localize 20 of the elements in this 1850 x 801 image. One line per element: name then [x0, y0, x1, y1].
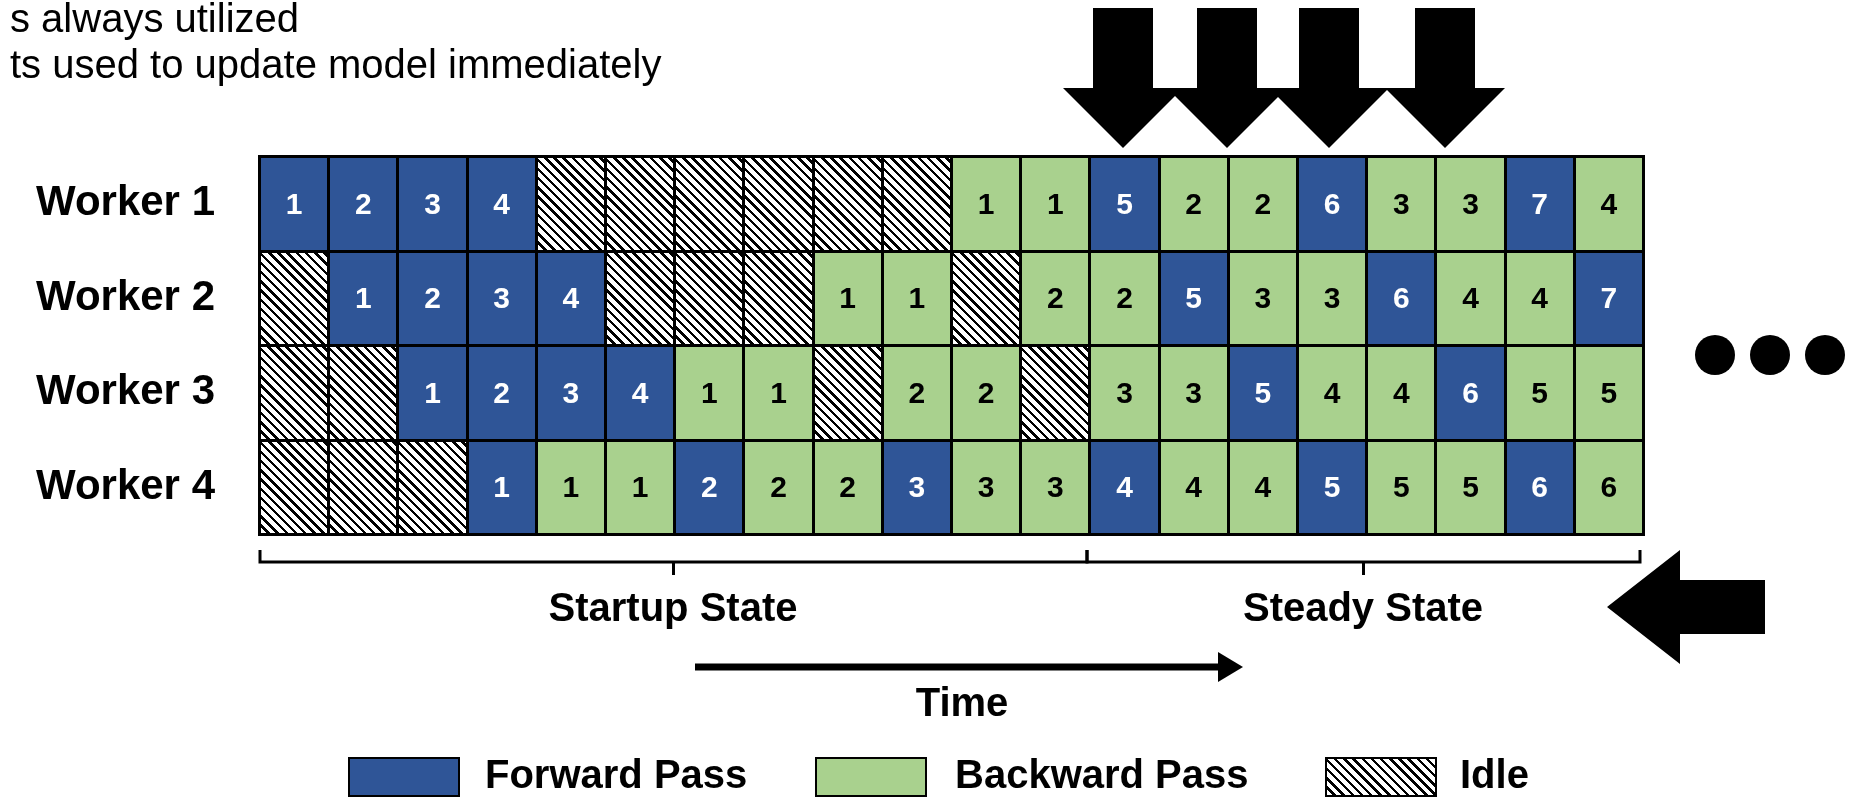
row-label: Worker 3 [36, 366, 215, 414]
row-label: Worker 4 [36, 460, 215, 509]
row-label: Worker 1 [36, 177, 215, 225]
phase-label: Startup State [548, 585, 798, 630]
axis-label: Time [915, 680, 1009, 725]
note-text: s always utilized [10, 0, 299, 41]
forward-pass-cell: 3 [396, 155, 469, 253]
idle-cell [742, 155, 815, 253]
backward-pass-cell: 3 [1434, 155, 1507, 253]
phase-label: Steady State [1242, 585, 1484, 630]
forward-pass-cell: 1 [396, 344, 469, 442]
backward-pass-cell: 1 [742, 344, 815, 442]
row-label: Worker 2 [36, 271, 215, 320]
forward-pass-cell: 5 [1088, 155, 1161, 253]
legend-label: Backward Pass [955, 752, 1249, 797]
legend-label: Idle [1460, 752, 1529, 797]
legend-label: Forward Pass [485, 752, 748, 797]
forward-pass-cell: 6 [1434, 344, 1507, 442]
backward-pass-cell: 3 [1088, 344, 1161, 442]
note-text: ts used to update model immediately [10, 42, 662, 87]
